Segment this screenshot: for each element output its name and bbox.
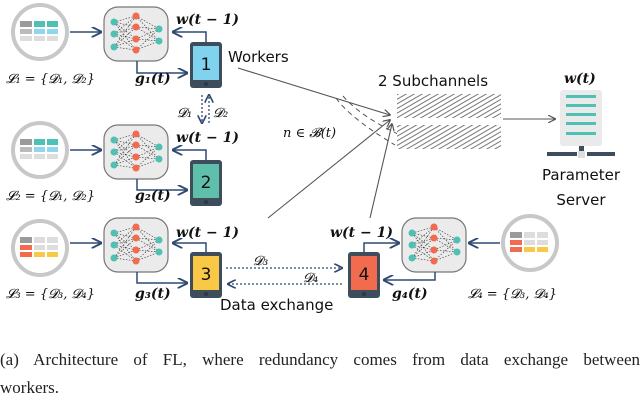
device-icon-1: 1 (190, 42, 222, 88)
fl-architecture-diagram: 1 w(t − 1) g₁(t) 𝓛₁ = {𝓓₁, 𝓓₂} Workers 𝓓… (6, 3, 621, 314)
d2-label: 𝓓₂ (213, 106, 228, 121)
dataset-icon-4 (501, 214, 559, 272)
gradient-label-3: g₃(t) (135, 286, 171, 302)
server-label-line-1: Parameter (542, 166, 621, 184)
weight-label-2: w(t − 1) (176, 130, 239, 146)
figure-caption: (a) Architecture of FL, where redundancy… (0, 346, 640, 402)
worker-1: 1 w(t − 1) g₁(t) 𝓛₁ = {𝓓₁, 𝓓₂} (6, 3, 239, 88)
device-icon-2: 2 (190, 160, 222, 206)
uplink-arrows: n ∈ 𝓑(t) (237, 67, 399, 219)
neural-network-icon-3 (103, 217, 169, 273)
worker-2: 2 w(t − 1) g₂(t) 𝓛₂ = {𝓓₁, 𝓓₂} (6, 121, 239, 206)
scheduling-label: n ∈ 𝓑(t) (283, 126, 336, 141)
worker-id-2: 2 (201, 173, 212, 193)
weight-label-3: w(t − 1) (176, 225, 239, 241)
d3-label: 𝓓₃ (253, 254, 268, 269)
dataset-icon-3 (11, 219, 69, 277)
data-exchange-label: Data exchange (220, 296, 333, 314)
worker-id-3: 3 (201, 265, 212, 285)
gradient-label-1: g₁(t) (135, 71, 171, 87)
weight-label-4: w(t − 1) (330, 225, 393, 241)
server-icon (547, 90, 615, 158)
parameter-server: w(t) Parameter Server (542, 71, 621, 209)
server-label-line-2: Server (556, 191, 606, 209)
worker-4: 4 w(t − 1) g₄(t) 𝓛₄ = {𝓓₃, 𝓓₄} (330, 214, 559, 302)
dataset-icon-2 (11, 121, 69, 179)
caption-line-2: workers. (0, 378, 60, 397)
gradient-label-2: g₂(t) (135, 188, 171, 204)
neural-network-icon-1 (103, 6, 169, 62)
global-model-label: w(t) (564, 71, 596, 87)
local-set-label-3: 𝓛₃ = {𝓓₃, 𝓓₄} (6, 287, 95, 302)
neural-network-icon-4 (401, 217, 467, 273)
data-exchange-3-4: 𝓓₃ 𝓓₄ Data exchange (220, 254, 342, 314)
worker-id-1: 1 (201, 55, 212, 75)
subchannels-label: 2 Subchannels (378, 72, 488, 90)
worker-id-4: 4 (359, 265, 370, 285)
scheduling-arc (335, 95, 399, 146)
local-set-label-2: 𝓛₂ = {𝓓₁, 𝓓₂} (6, 189, 95, 204)
subchannel-1 (397, 94, 501, 118)
weight-label-1: w(t − 1) (176, 12, 239, 28)
subchannels: 2 Subchannels (378, 72, 501, 149)
dataset-icon-1 (11, 3, 69, 61)
neural-network-icon-2 (103, 124, 169, 180)
local-set-label-4: 𝓛₄ = {𝓓₃, 𝓓₄} (468, 287, 557, 302)
gradient-label-4: g₄(t) (392, 286, 428, 302)
device-icon-3: 3 (190, 252, 222, 298)
local-set-label-1: 𝓛₁ = {𝓓₁, 𝓓₂} (6, 72, 95, 87)
d1-label: 𝓓₁ (177, 106, 192, 121)
workers-label: Workers (228, 48, 289, 66)
worker-3: 3 w(t − 1) g₃(t) 𝓛₃ = {𝓓₃, 𝓓₄} (6, 217, 239, 302)
caption-line-1: (a) Architecture of FL, where redundancy… (0, 350, 640, 369)
subchannel-2 (397, 125, 501, 149)
device-icon-4: 4 (348, 252, 380, 298)
data-exchange-1-2: 𝓓₁ 𝓓₂ (177, 95, 228, 123)
d4-label: 𝓓₄ (303, 271, 318, 286)
